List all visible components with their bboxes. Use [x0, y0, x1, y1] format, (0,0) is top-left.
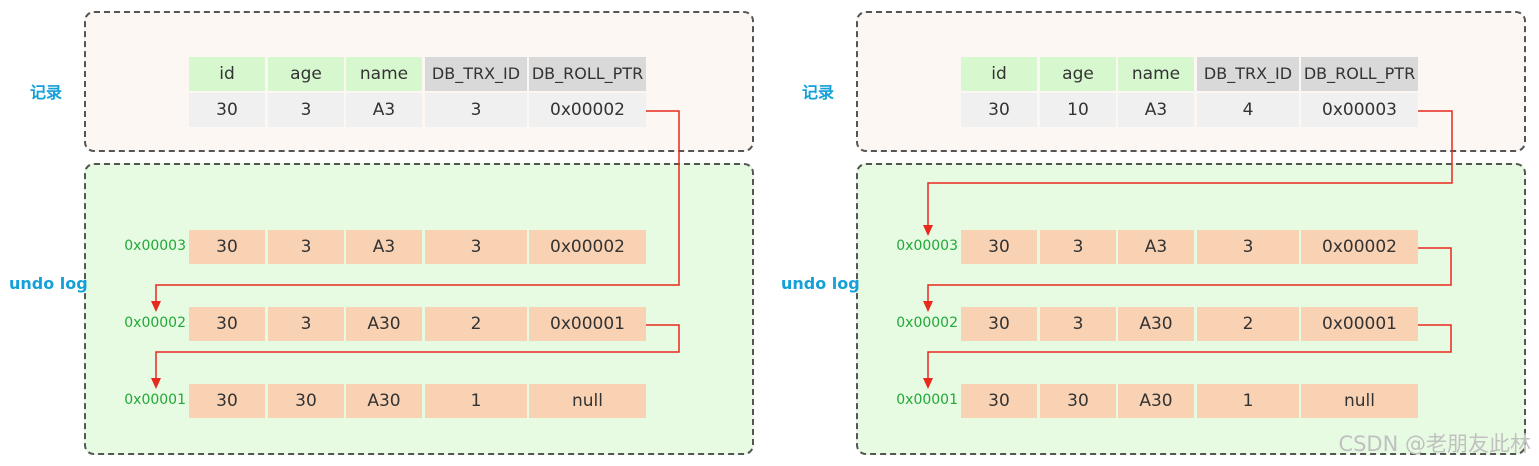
header-id: id: [961, 57, 1037, 91]
header-db-trx-id: DB_TRX_ID: [425, 57, 527, 91]
undo-address: 0x00002: [896, 315, 958, 331]
record-label: 记录: [802, 83, 835, 102]
undo-cell-db-trx-id: 1: [1197, 384, 1299, 418]
record-id: 30: [189, 93, 265, 127]
undo-cell-id: 30: [189, 230, 265, 264]
record-name: A3: [346, 93, 422, 127]
undo-cell-db-roll-ptr: 0x00002: [1301, 230, 1418, 264]
undo-cell-db-trx-id: 1: [425, 384, 527, 418]
undo-cell-db-trx-id: 2: [425, 307, 527, 341]
record-db-trx-id: 3: [425, 93, 527, 127]
header-db-roll-ptr: DB_ROLL_PTR: [1301, 57, 1418, 91]
header-name: name: [346, 57, 422, 91]
watermark: CSDN @老朋友此林: [1338, 432, 1531, 456]
undo-cell-id: 30: [961, 384, 1037, 418]
undo-address: 0x00003: [124, 238, 186, 254]
record-label: 记录: [30, 83, 63, 102]
record-id: 30: [961, 93, 1037, 127]
undo-cell-age: 3: [1040, 307, 1116, 341]
undo-cell-age: 3: [1040, 230, 1116, 264]
undo-cell-id: 30: [189, 307, 265, 341]
header-name: name: [1118, 57, 1194, 91]
undo-cell-name: A30: [346, 307, 422, 341]
undo-address: 0x00003: [896, 238, 958, 254]
undo-cell-name: A30: [346, 384, 422, 418]
undo-cell-id: 30: [961, 307, 1037, 341]
undo-cell-db-roll-ptr: 0x00001: [529, 307, 646, 341]
undo-address: 0x00001: [124, 392, 186, 408]
record-age: 3: [268, 93, 344, 127]
record-db-roll-ptr: 0x00002: [529, 93, 646, 127]
undo-log-label: undo log: [9, 274, 88, 293]
undo-cell-name: A3: [346, 230, 422, 264]
record-db-trx-id: 4: [1197, 93, 1299, 127]
undo-cell-db-roll-ptr: 0x00001: [1301, 307, 1418, 341]
undo-cell-name: A3: [1118, 230, 1194, 264]
header-age: age: [1040, 57, 1116, 91]
header-db-roll-ptr: DB_ROLL_PTR: [529, 57, 646, 91]
record-db-roll-ptr: 0x00003: [1301, 93, 1418, 127]
undo-log-label: undo log: [781, 274, 860, 293]
undo-cell-db-trx-id: 3: [425, 230, 527, 264]
undo-cell-db-roll-ptr: null: [1301, 384, 1418, 418]
undo-cell-db-trx-id: 2: [1197, 307, 1299, 341]
undo-cell-name: A30: [1118, 307, 1194, 341]
undo-cell-id: 30: [189, 384, 265, 418]
record-name: A3: [1118, 93, 1194, 127]
undo-cell-age: 3: [268, 307, 344, 341]
undo-cell-db-roll-ptr: 0x00002: [529, 230, 646, 264]
undo-cell-age: 30: [1040, 384, 1116, 418]
undo-cell-age: 30: [268, 384, 344, 418]
header-id: id: [189, 57, 265, 91]
right-panel: 记录 undo log id age name DB_TRX_ID DB_ROL…: [772, 0, 1539, 466]
undo-address: 0x00001: [896, 392, 958, 408]
header-db-trx-id: DB_TRX_ID: [1197, 57, 1299, 91]
undo-cell-age: 3: [268, 230, 344, 264]
undo-cell-db-roll-ptr: null: [529, 384, 646, 418]
left-panel: 记录 undo log id age name DB_TRX_ID DB_ROL…: [9, 11, 754, 455]
undo-address: 0x00002: [124, 315, 186, 331]
undo-cell-db-trx-id: 3: [1197, 230, 1299, 264]
record-age: 10: [1040, 93, 1116, 127]
undo-cell-name: A30: [1118, 384, 1194, 418]
undo-cell-id: 30: [961, 230, 1037, 264]
header-age: age: [268, 57, 344, 91]
